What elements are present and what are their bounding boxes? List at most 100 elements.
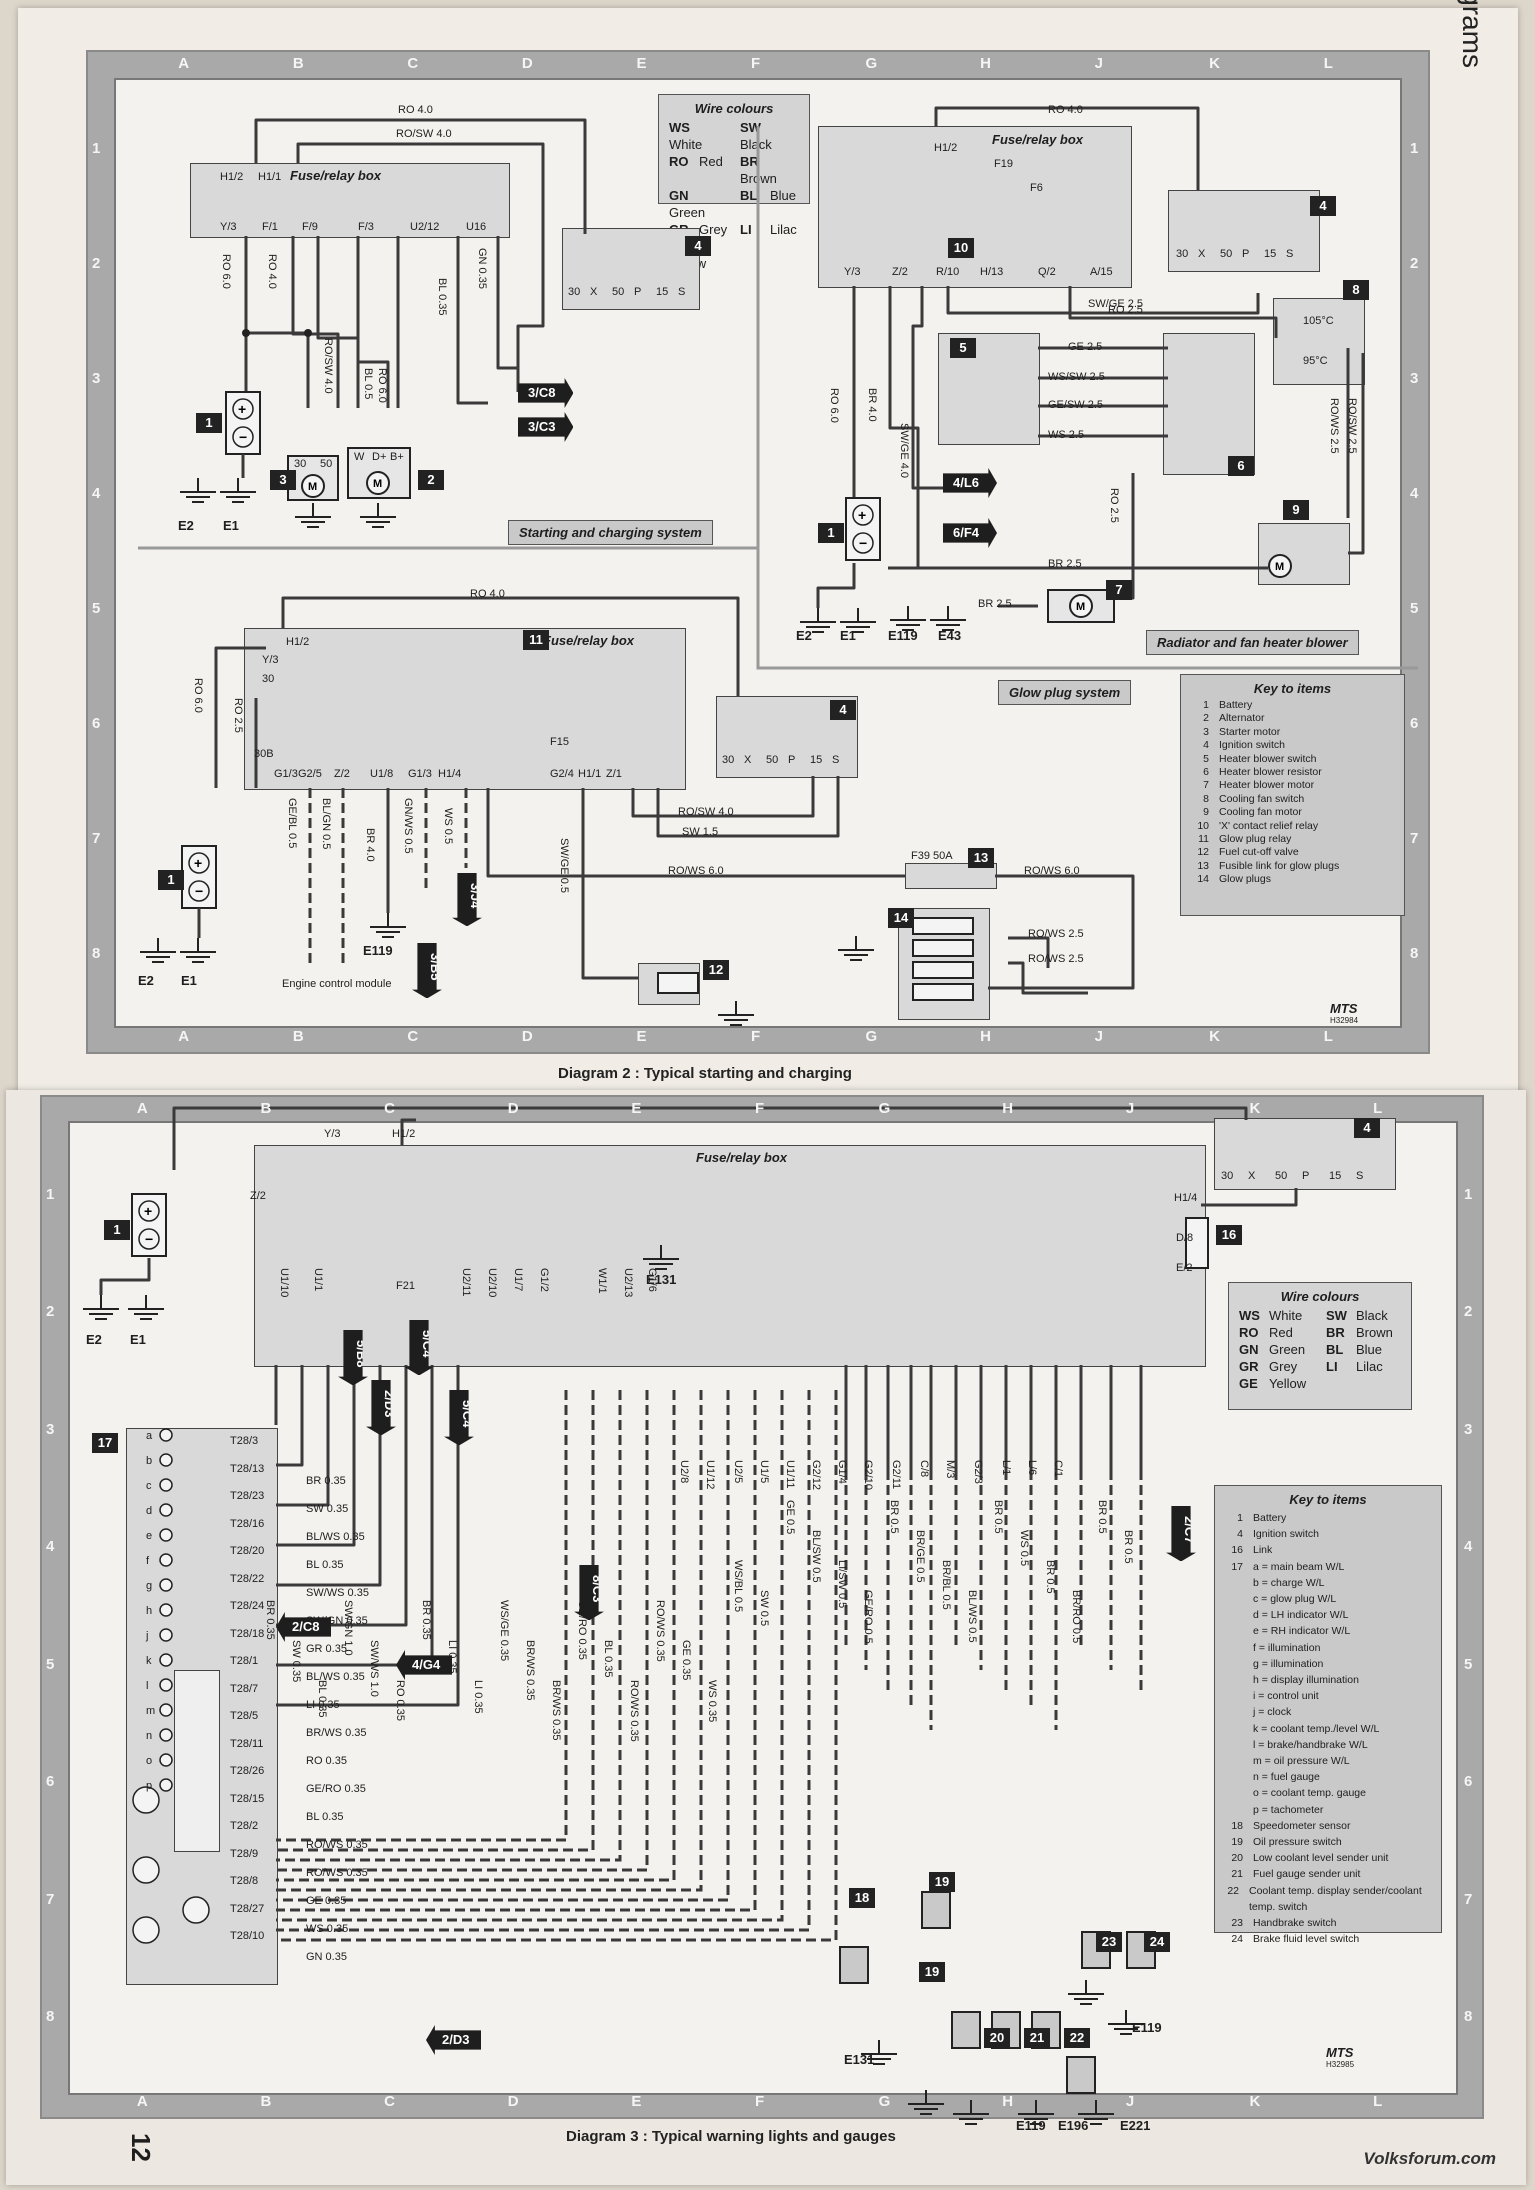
item-number-badge: 7 [1106,580,1132,600]
item-number-badge: 2 [418,470,444,490]
battery-plus-icon: + [858,507,866,523]
grid-letter-bottom: E [631,2093,642,2110]
key-item-text: 'X' contact relief relay [1219,819,1319,832]
grid-number-left: 8 [46,2008,55,2026]
wire-label: BR 2.5 [978,598,1012,610]
fuse-pin: F/1 [262,221,278,233]
wire-ro-ws-25-b [1008,961,1088,995]
wire-colour-code: SW [1326,1308,1347,1323]
ground-label: E221 [1120,2118,1151,2133]
grid-letter-top: B [260,1100,272,1117]
diagram3-wiring: +− [83,1106,1298,2125]
harness-wire-lower [276,1390,568,1842]
wire-ro-ws-6 [486,788,905,878]
key-item-number: 1 [1203,699,1209,711]
link-16 [1185,1217,1209,1269]
wire-label: BR 0.5 [1122,1530,1134,1564]
connector-pin: U1/12 [704,1460,716,1490]
item-number-badge: 19 [919,1962,945,1982]
item-number-badge: 21 [1024,2028,1050,2048]
diagram2-key-title: Key to items [1253,681,1332,696]
grid-number-right: 6 [1464,1773,1473,1791]
key-item: f = illumination [1225,1640,1431,1656]
grid-number-right: 1 [1464,1185,1473,1203]
ground-label: E119 [1016,2118,1046,2133]
warning-lamp-icon [159,1428,173,1442]
battery-plus-icon: + [144,1203,152,1219]
fuse-pin: F/3 [358,221,374,233]
control-unit-block [174,1670,220,1852]
wire-label: RO 6.0 [376,368,388,403]
fuse-pin: 30B [254,748,274,760]
motor-m-icon: M [1275,561,1284,573]
fuse-pin: F/9 [302,221,318,233]
grid-number-left: 2 [92,254,101,272]
key-item-text: Fusible link for glow plugs [1219,859,1340,872]
wire-label: BL 0.35 [436,278,448,316]
wire-label: RO/SW 2.5 [1346,398,1358,454]
wire-ro-4-glow [281,596,740,696]
mts-logo: MTS [1330,1001,1358,1016]
fuse-relay-box-2-label: Fuse/relay box [992,132,1084,147]
wire-label: GE/RO 0.5 [862,1590,874,1644]
wire-label: WS 0.35 [306,1923,349,1935]
key-item-text: k = coolant temp./level W/L [1253,1722,1380,1735]
switch-pin: P [634,286,642,298]
diagram2-page: 12•18 Wiring diagrams Diagram 2 : Typica… [18,0,1518,1093]
cluster-letter: n [146,1730,153,1742]
grid-number-right: 8 [1410,944,1419,962]
key-item-number: 19 [1231,1836,1243,1849]
harness-wire-lower [276,1390,784,1922]
connector-pin: U1/1 [312,1268,324,1292]
warning-lamp-icon [159,1653,173,1667]
wire-colour-name: Black [1356,1308,1388,1323]
key-item: l = brake/handbrake W/L [1225,1737,1431,1753]
fuse-relay-box-3-label: Fuse/relay box [543,633,635,648]
wire-colour-entry: SWBlack [740,119,799,153]
wire-label: BL/GN 0.5 [320,798,332,850]
wire-label: SW/GN 1.0 [342,1600,354,1656]
grid-number-left: 3 [46,1420,55,1438]
grid-letter-top: H [980,55,991,72]
wire-colour-name: Grey [699,222,728,237]
wire-ro-sw-4-glow [631,776,815,818]
grid-letter-top: B [292,55,304,72]
wire-label: LI/SW 0.5 [836,1560,848,1609]
key-item-number: 6 [1203,766,1209,779]
cluster-letter: a [146,1430,153,1442]
warning-lamp-icon [159,1553,173,1567]
grid-letter-top: J [1125,1100,1135,1117]
key-item-number: 14 [1197,873,1209,886]
grid-number-right: 7 [1464,1890,1473,1908]
ground-label: E119 [888,628,918,643]
wire-label: RO/WS 2.5 [1328,398,1340,454]
ground-label: E1 [181,973,197,988]
ground-label: E1 [840,628,856,643]
battery-minus-icon: − [859,535,867,551]
switch-pin: 50 [766,754,779,766]
wire-label: WS 0.5 [1018,1530,1030,1567]
key-item-text: h = display illumination [1253,1674,1359,1687]
key-item-text: p = tachometer [1253,1803,1324,1816]
fuse-pin: Y/3 [262,654,279,666]
key-item: h = display illumination [1225,1672,1431,1688]
connector-pin: U2/5 [732,1460,744,1484]
item-number-badge: 4 [1310,196,1336,216]
fuse-pin: G2/5 [298,768,322,780]
key-item-number: 8 [1203,792,1209,805]
item-number-badge: 5 [950,338,976,358]
fuse-pin: Z/1 [606,768,622,780]
grid-number-left: 5 [92,599,101,617]
diagram3-page: Diagram 3 : Typical warning lights and g… [6,1090,1526,2185]
fuse-pin: G2/4 [550,768,574,780]
gauge-icon [132,1856,160,1884]
key-item-number: 4 [1203,739,1209,752]
diagram2-caption: Diagram 2 : Typical starting and chargin… [558,1065,852,1082]
gauge-icon [182,1896,210,1924]
cluster-pin: T28/24 [230,1600,265,1612]
grid-number-right: 1 [1410,139,1419,157]
wire-label: GN 0.35 [476,248,488,289]
